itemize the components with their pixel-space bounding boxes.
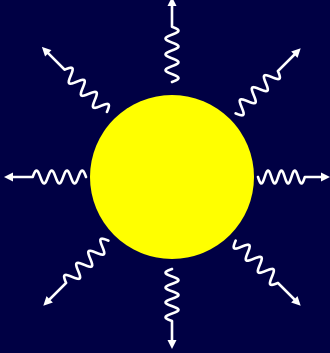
sun-icon <box>90 95 254 259</box>
